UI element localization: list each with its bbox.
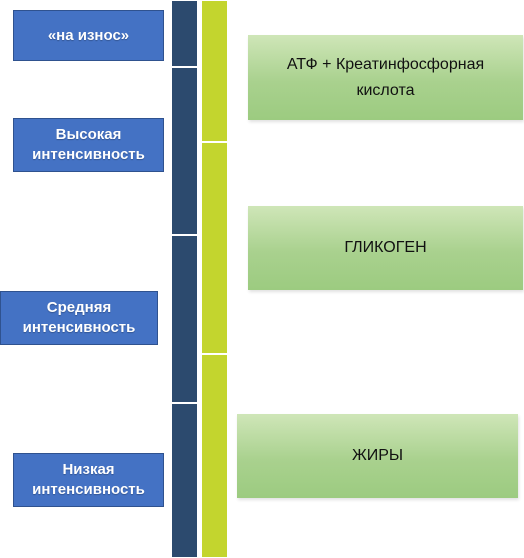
intensity-level-high: Высокая интенсивность bbox=[13, 118, 164, 172]
intensity-level-low: Низкая интенсивность bbox=[13, 453, 164, 507]
intensity-level-label: Средняя интенсивность bbox=[22, 299, 136, 336]
energy-source-bar-segment bbox=[202, 0, 227, 142]
intensity-bar-segment bbox=[172, 0, 197, 67]
intensity-bar-segment bbox=[172, 235, 197, 403]
intensity-level-label: «на износ» bbox=[47, 26, 130, 44]
intensity-level-label: Высокая интенсивность bbox=[32, 126, 145, 163]
energy-source-label: АТФ + Креатинфосфорная кислота bbox=[286, 55, 485, 99]
intensity-bar-segment bbox=[172, 403, 197, 558]
intensity-level-extreme: «на износ» bbox=[13, 10, 164, 61]
energy-source-bar-segment bbox=[202, 142, 227, 354]
energy-source-bar-segment bbox=[202, 354, 227, 558]
energy-source-label: ГЛИКОГЕН bbox=[344, 239, 427, 256]
energy-source-atp-creatine: АТФ + Креатинфосфорная кислота bbox=[248, 35, 523, 120]
intensity-level-medium: Средняя интенсивность bbox=[0, 291, 158, 345]
intensity-bar-segment bbox=[172, 67, 197, 235]
energy-source-glycogen: ГЛИКОГЕН bbox=[248, 206, 523, 290]
energy-source-fats: ЖИРЫ bbox=[237, 414, 518, 498]
energy-source-label: ЖИРЫ bbox=[351, 447, 404, 464]
intensity-level-label: Низкая интенсивность bbox=[32, 461, 145, 498]
